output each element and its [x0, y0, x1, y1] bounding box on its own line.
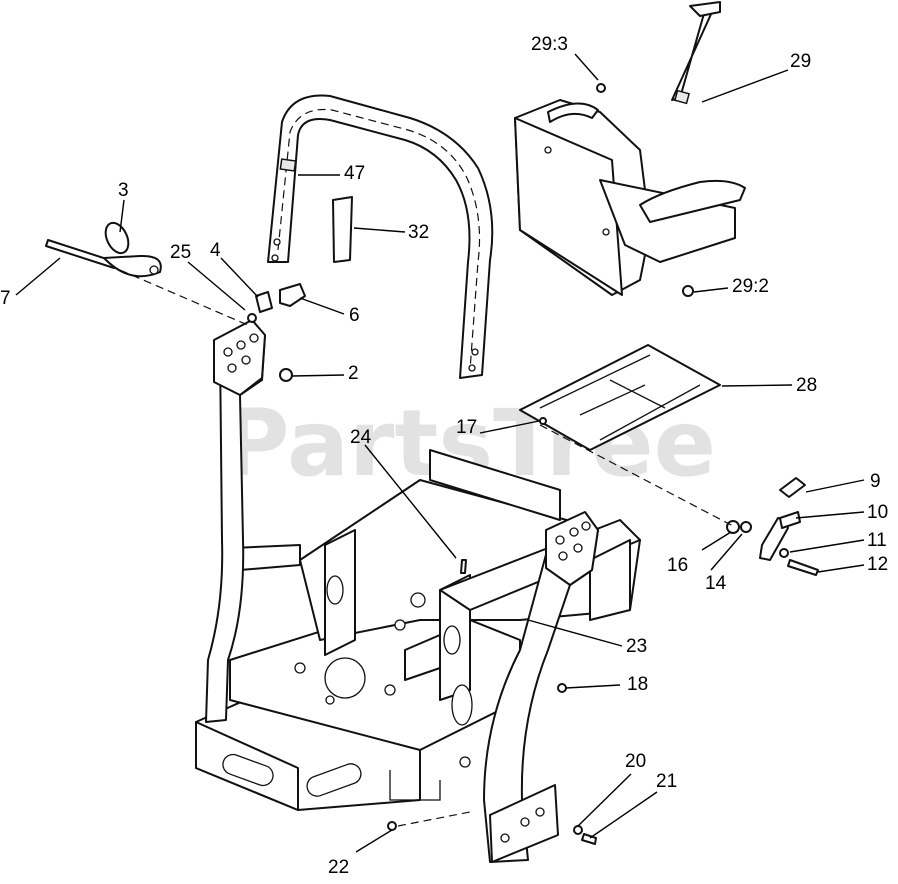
callout-20: 20	[625, 751, 646, 772]
callout-47: 47	[344, 163, 365, 184]
callout-7: 7	[0, 288, 11, 309]
callout-11: 11	[867, 530, 887, 551]
callout-17: 17	[456, 417, 477, 438]
hardware-lower	[387, 83, 694, 845]
callout-12: 12	[867, 554, 888, 575]
hardware-right	[539, 417, 819, 576]
rops-left-upright	[205, 319, 266, 723]
leader-lines	[15, 53, 865, 853]
rops-upper-hoop	[267, 94, 494, 379]
callout-labels: 29:3 29 47 32 29:2 3 25 4 7 6 2 28 24 17…	[0, 34, 888, 878]
callout-10: 10	[867, 502, 888, 523]
callout-9: 9	[870, 471, 881, 492]
callout-29-2: 29:2	[732, 276, 769, 297]
main-frame	[195, 449, 641, 811]
callout-29: 29	[790, 51, 811, 72]
callout-21: 21	[656, 771, 677, 792]
callout-16: 16	[667, 555, 688, 576]
callout-6: 6	[349, 305, 360, 326]
decal-32	[332, 196, 353, 263]
callout-4: 4	[210, 240, 221, 261]
callout-24: 24	[350, 427, 372, 448]
callout-18: 18	[627, 674, 648, 695]
callout-28: 28	[796, 375, 817, 396]
seat-assembly	[514, 1, 746, 296]
callout-25: 25	[170, 242, 191, 263]
callout-29-3: 29:3	[531, 34, 568, 55]
callout-23: 23	[626, 636, 647, 657]
seat-plate	[519, 344, 721, 451]
rops-right-upright	[483, 511, 599, 863]
callout-22: 22	[328, 857, 349, 878]
callout-3: 3	[118, 180, 129, 201]
callout-32: 32	[408, 222, 429, 243]
callout-14: 14	[705, 573, 727, 594]
callout-2: 2	[348, 363, 359, 384]
hardware-left-upper	[45, 221, 306, 382]
